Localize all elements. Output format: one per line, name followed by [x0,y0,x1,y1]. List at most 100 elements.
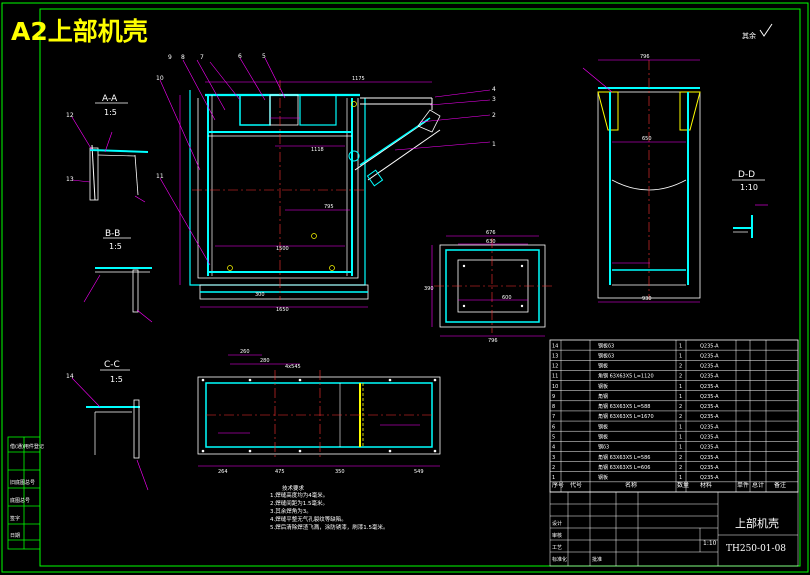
bom-cell-name: 角钢 63X63X5 L=1120 [598,373,654,380]
bom-cell-name: 钢板 [598,363,608,370]
dim-text: 1650 [276,307,289,313]
drawing-scale: 1:10 [703,540,717,547]
notes-line: 3.其余焊角为3。 [270,507,312,515]
margin-label: 底图总号 [10,497,30,504]
balloon-label: 10 [156,75,164,82]
bom-cell-no: 8 [552,404,555,410]
tech-notes: 技术要求 1.焊缝高度均为4毫米。 2.焊缝间距为1.5毫米。 3.其余焊角为3… [270,484,389,531]
title-label: 设计 [552,520,562,527]
balloon-label: 12 [66,112,74,119]
section-aa [71,102,149,203]
bom-cell-qty: 2 [679,414,682,420]
margin-label: 签字 [10,515,20,522]
bom-cell-material: Q235-A [700,343,719,349]
bom-cell-no: 13 [552,353,558,359]
bom-cell-qty: 1 [679,445,682,451]
bom-cell-qty: 2 [679,465,682,471]
bom-cell-material: Q235-A [700,475,719,481]
bom-cell-no: 7 [552,414,555,420]
bom-cell-name: 角钢 [598,393,608,400]
bom-cell-qty: 1 [679,424,682,430]
front-view-balloons: 10 9 8 7 6 5 4 3 2 1 11 [156,53,496,180]
balloon-label: 11 [156,173,164,180]
section-cc [71,369,149,491]
section-label: A-A [102,94,118,104]
bom-cell-name: 角钢 63X63X5 L=1670 [598,413,654,420]
section-dd-labels: D-D 1:10 [738,170,758,192]
bom-cell-material: Q235-A [700,394,719,400]
margin-label: 日期 [10,533,20,539]
bom-cell-no: 10 [552,384,558,390]
balloon-label: 6 [238,53,242,60]
bom-cell-material: Q235-A [700,455,719,461]
bom-cell-name: 钢板 [598,383,608,390]
drawing-code: TH250-01-08 [726,544,786,554]
balloon-label: 7 [200,54,204,61]
section-aa-labels: A-A 1:5 12 13 [66,94,118,183]
bom-cell-no: 6 [552,424,555,430]
bom-cell-qty: 2 [679,374,682,380]
bom-cell-no: 11 [552,374,558,380]
bom-cell-name: 角钢 63X63X5 L=606 [598,464,650,471]
dim-text: 1500 [276,246,289,252]
bom-header-cell: 单件 [737,481,749,489]
section-label: C-C [104,360,120,370]
section-scale: 1:5 [109,242,122,251]
bom-cell-name: 钢板 [598,433,608,440]
bom-cell-name: 钢板 [598,423,608,430]
section-dd [732,179,768,238]
section-cc-labels: C-C 1:5 14 [66,360,123,384]
bottom-view-dims: 260 280 4x545 264 475 350 549 [218,349,424,475]
bom-cell-name: 角钢 63X63X5 L=586 [598,454,650,461]
dim-text: 390 [424,286,434,292]
bom-cell-qty: 1 [679,343,682,349]
right-view [582,59,701,303]
section-scale: 1:5 [104,108,117,117]
dim-text: 264 [218,469,228,475]
bom-cell-qty: 1 [679,394,682,400]
dim-text: 549 [414,469,424,475]
bom-header-cell: 材料 [700,481,712,489]
drawing-banner: A2上部机壳 [11,17,148,46]
bom-cell-qty: 1 [679,384,682,390]
dim-text: 300 [255,292,265,298]
bom-cell-material: Q235-A [700,414,719,420]
bom-cell-material: Q235-A [700,384,719,390]
roughness-note: 其余 [742,31,756,40]
dim-text: 260 [240,349,250,355]
bom-cell-material: Q235-A [700,434,719,440]
bom-table [549,339,799,493]
balloon-label: 1 [492,141,496,148]
title-label: 批准 [592,556,602,563]
dim-text: 280 [260,358,270,364]
section-label: B-B [105,229,120,239]
notes-line: 2.焊缝间距为1.5毫米。 [270,499,328,507]
bom-cell-no: 3 [552,455,555,461]
bom-header-cell: 备注 [774,481,786,489]
bom-cell-material: Q235-A [700,465,719,471]
bom-cell-qty: 2 [679,455,682,461]
notes-line: 4.焊缝平整无气孔裂纹等缺陷。 [270,515,347,523]
balloon-label: 8 [181,54,185,61]
bom-cell-material: Q235-A [700,364,719,370]
bom-cell-no: 2 [552,465,555,471]
dim-text: 796 [640,54,650,60]
front-view-dims: 1175 1118 795 1500 1650 300 [255,76,365,313]
bottom-view [197,354,441,467]
dim-text: 600 [502,295,512,301]
roughness-symbol-icon [759,23,773,37]
section-bb-labels: B-B 1:5 [105,229,122,251]
dim-text: 1118 [311,147,324,153]
bom-header: 序号 代号 名称 数量 材料 单件 总计 备注 [552,481,786,489]
balloon-label: 2 [492,112,496,119]
dim-text: 630 [486,239,496,245]
bom-cell-no: 1 [552,475,555,481]
bom-cell-material: Q235-A [700,374,719,380]
dim-text: 650 [642,136,652,142]
bom-cell-name: 钢δ3 [598,444,609,451]
bom-cell-material: Q235-A [700,445,719,451]
dim-text: 4x545 [285,364,301,370]
bom-cell-name: 钢板 [598,474,608,481]
